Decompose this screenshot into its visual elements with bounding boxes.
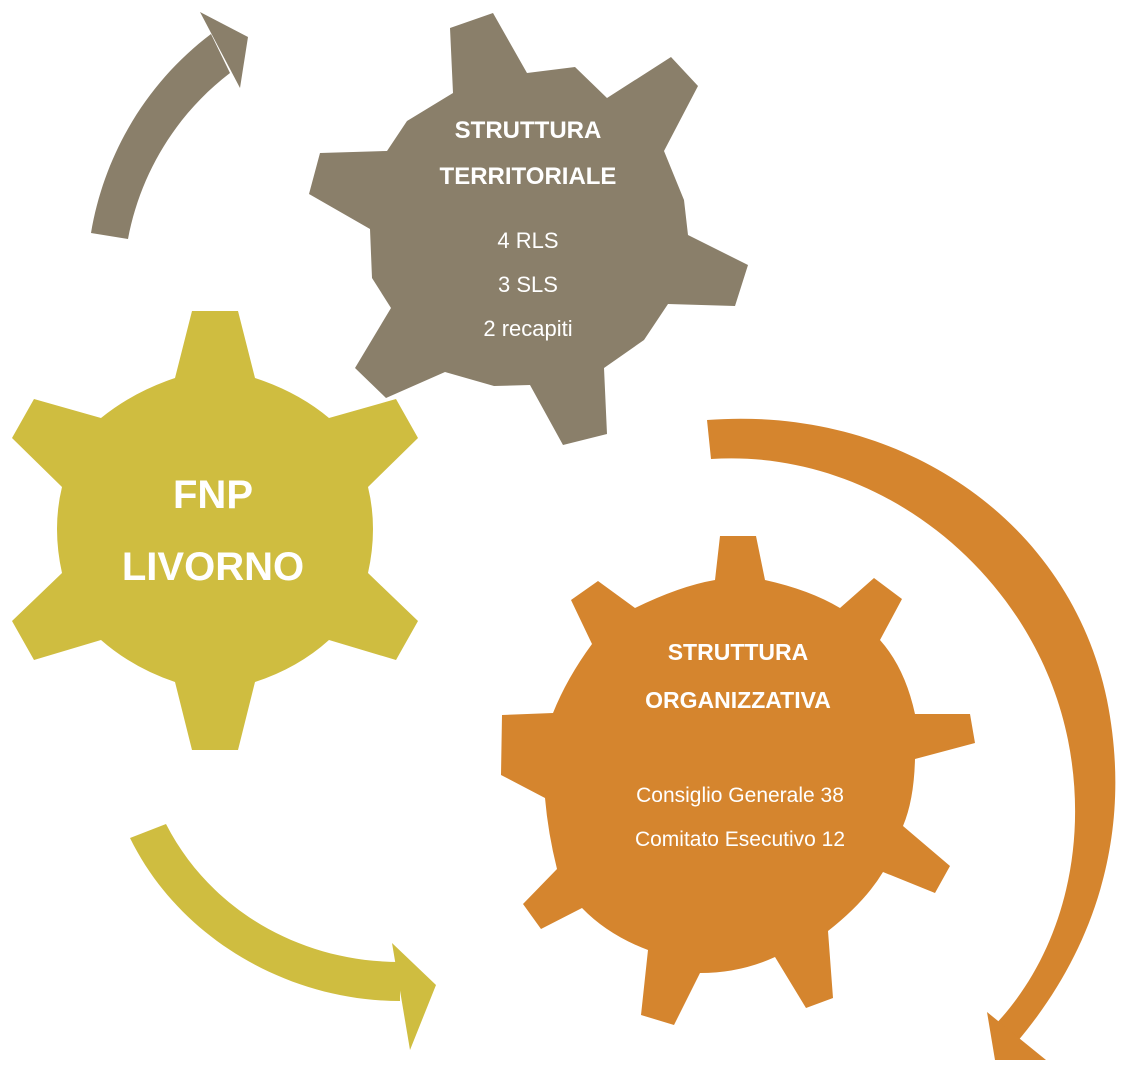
arrow-gray-shaft [91, 34, 230, 239]
gear-fnp-title-1: FNP [173, 473, 253, 517]
gear-organizzativa-title-2: ORGANIZZATIVA [645, 687, 831, 713]
arrow-gray [91, 12, 248, 239]
gear-territoriale-item-1: 4 RLS [497, 228, 558, 253]
gear-organizzativa-item-2: Comitato Esecutivo 12 [635, 828, 845, 851]
gear-fnp: FNP LIVORNO [12, 311, 418, 750]
gear-fnp-title-2: LIVORNO [122, 545, 304, 589]
arrow-olive [130, 824, 436, 1050]
gear-territoriale-title-1: STRUTTURA [455, 117, 602, 144]
arrow-orange [707, 418, 1116, 1060]
arrow-orange-head [987, 1012, 1046, 1060]
arrow-gray-head [200, 12, 248, 88]
arrow-orange-shaft [707, 418, 1116, 1050]
gear-fnp-shape [12, 311, 418, 750]
gear-territoriale-shape [309, 13, 748, 445]
gear-territoriale-title-2: TERRITORIALE [440, 163, 617, 190]
gear-organizzativa: STRUTTURA ORGANIZZATIVA Consiglio Genera… [501, 536, 975, 1025]
arrow-olive-head [392, 943, 436, 1050]
gear-organizzativa-shape [501, 536, 975, 1025]
gear-organizzativa-title-1: STRUTTURA [668, 639, 809, 665]
gear-territoriale-item-2: 3 SLS [498, 272, 558, 297]
gear-territoriale-item-3: 2 recapiti [483, 316, 572, 341]
arrow-olive-shaft [130, 824, 400, 1001]
gear-territoriale: STRUTTURA TERRITORIALE 4 RLS 3 SLS 2 rec… [309, 13, 748, 445]
gear-organizzativa-item-1: Consiglio Generale 38 [636, 784, 844, 807]
